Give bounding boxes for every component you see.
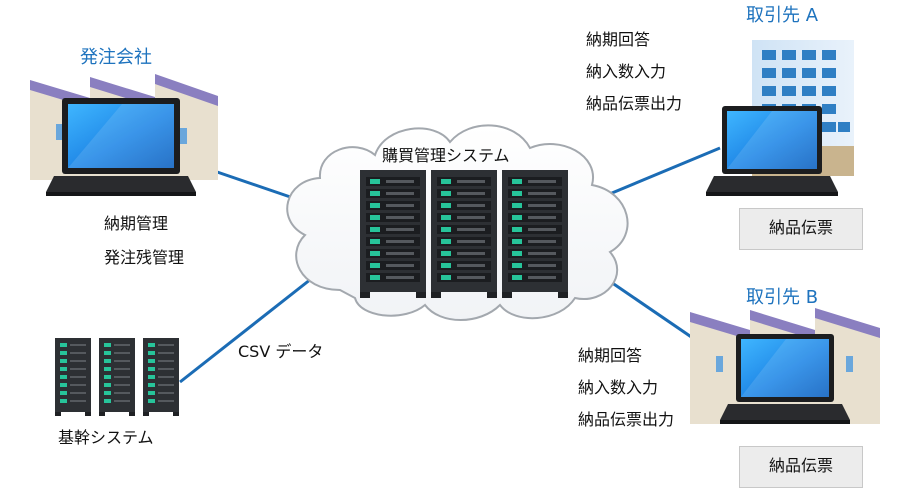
server-rack-icon xyxy=(360,170,426,298)
connector-core-system xyxy=(179,266,326,384)
ordering-function-2: 発注残管理 xyxy=(104,248,185,267)
server-rack-icon xyxy=(431,170,497,298)
server-rack-icon xyxy=(55,338,91,416)
supplier-b-delivery-slip: 納品伝票 xyxy=(739,446,863,488)
ordering-function-1: 納期管理 xyxy=(104,214,169,233)
laptop-icon xyxy=(720,334,850,424)
supplier-a-delivery-slip: 納品伝票 xyxy=(739,208,863,250)
supplier-a-function-2: 納入数入力 xyxy=(586,62,667,81)
csv-data-label: CSV データ xyxy=(238,342,324,361)
supplier-b-title: 取引先 B xyxy=(746,287,819,308)
server-rack-icon xyxy=(99,338,135,416)
supplier-a-title: 取引先 A xyxy=(746,5,819,26)
center-system-title: 購買管理システム xyxy=(382,146,510,165)
core-server-racks xyxy=(55,338,179,416)
supplier-b-function-3: 納品伝票出力 xyxy=(578,410,675,429)
server-rack-icon xyxy=(143,338,179,416)
supplier-a-function-3: 納品伝票出力 xyxy=(586,94,683,113)
supplier-b-function-2: 納入数入力 xyxy=(578,378,659,397)
ordering-company-title: 発注会社 xyxy=(80,47,152,68)
server-rack-icon xyxy=(502,170,568,298)
core-system-title: 基幹システム xyxy=(58,428,154,447)
supplier-b-function-1: 納期回答 xyxy=(578,346,643,365)
supplier-a-function-1: 納期回答 xyxy=(586,30,651,49)
laptop-icon xyxy=(706,106,838,196)
center-server-racks xyxy=(360,170,568,298)
laptop-icon xyxy=(46,98,196,196)
connector-supplier-a xyxy=(599,146,721,200)
